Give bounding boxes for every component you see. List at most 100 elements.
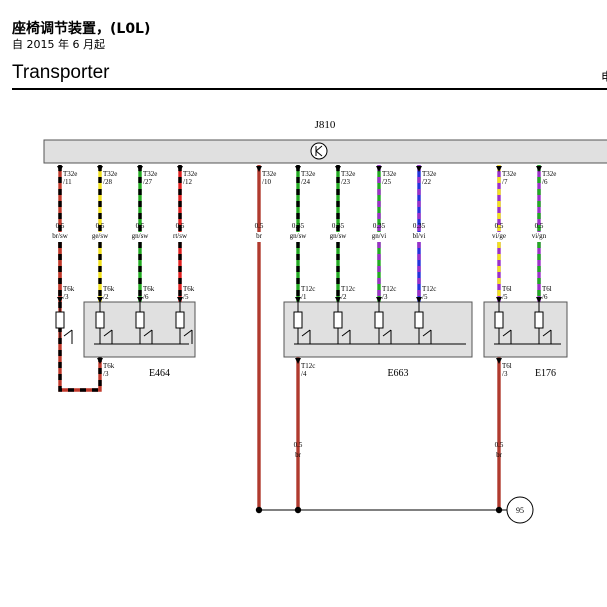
sub-connector-pin: T6k [143,285,155,293]
bottom-connector-num: /3 [103,370,109,378]
switch-icon-e663-1 [341,329,351,337]
sub-connector-num: /1 [301,293,307,301]
bottom-pin-arrow-icon [295,358,301,364]
sub-pin-arrow-icon [335,297,341,303]
connector-label-4: T32e/100.5br [255,166,276,240]
resistor-icon-e663-3 [414,311,424,329]
ground-junction-0 [255,506,263,514]
pin-arrow-icon [256,166,262,172]
wire-color: rt/sw [173,232,188,240]
connector-pin: T32e [143,170,157,178]
resistor-icon-e663-1 [333,311,343,329]
resistor-icon-e464-1 [95,311,105,329]
connector-pin: T32e [63,170,77,178]
switch-icon-e176-0 [502,329,512,337]
sub-connector-num: /6 [143,293,149,301]
transistor-emitter [315,150,323,157]
sub-connector-num: /5 [502,293,508,301]
connector-num: /23 [341,178,350,186]
wire-color: ge/sw [92,232,109,240]
sub-pin-arrow-icon [295,297,301,303]
connector-pin: T32e [341,170,355,178]
connector-pin: T32e [301,170,315,178]
wire-color: gn/sw [132,232,150,240]
module-label-e176: E176 [535,368,556,379]
header-right-text: 电 [600,70,607,84]
sub-connector-pin: T12c [382,285,396,293]
sub-pin-arrow-icon [177,297,183,303]
wire-color: vi/ge [492,232,506,240]
wire-size: 0.5 [176,222,185,230]
connector-num: /11 [63,178,72,186]
wire-color: gn/sw [290,232,308,240]
header-divider [12,88,607,90]
wire-color: br [256,232,263,240]
pin-arrow-icon [137,166,143,172]
pin-arrow-icon [57,166,63,172]
wire-size: 0.35 [413,222,426,230]
connector-pin: T32e [502,170,516,178]
sub-connector-num: /5 [422,293,428,301]
sub-connector-pin: T12c [301,285,315,293]
wire-size: 0.5 [56,222,65,230]
page-subtitle: 自 2015 年 6 月起 [12,38,105,51]
connector-num: /27 [143,178,152,186]
connector-num: /24 [301,178,310,186]
sub-connector-pin: T6k [183,285,195,293]
sub-connector-pin: T6l [502,285,512,293]
transistor-circle [310,142,328,160]
pin-arrow-icon [496,166,502,172]
connector-pin: T32e [183,170,197,178]
resistor-icon-e663-2 [374,311,384,329]
switch-icon-e464-0 [63,329,73,337]
wire-color: gn/sw [330,232,348,240]
wire-size: 0.5 [255,222,264,230]
connector-num: /22 [422,178,431,186]
wire-size: 0.5 [535,222,544,230]
switch-icon-e663-2 [382,329,392,337]
sub-pin-arrow-icon [536,297,542,303]
switch-icon-e663-3 [422,329,432,337]
connector-num: /25 [382,178,391,186]
bottom-connector-pin: T12c [301,362,315,370]
sub-connector-num: /3 [63,293,69,301]
sub-pin-arrow-icon [416,297,422,303]
bottom-connector-e176: T6l/30.5br [495,358,512,459]
wire-size: 0.35 [332,222,345,230]
bottom-wire-color: br [496,451,503,459]
sub-pin-arrow-icon [97,297,103,303]
ground-point-circle [506,496,534,524]
connector-num: /12 [183,178,192,186]
sub-connector-num: /5 [183,293,189,301]
bottom-pin-arrow-icon [496,358,502,364]
wire-size: 0.35 [373,222,386,230]
resistor-icon-e464-0 [55,311,65,329]
bottom-connector-pin: T6k [103,362,115,370]
sub-connector-pin: T12c [341,285,355,293]
vehicle-model: Transporter [12,62,110,83]
sub-pin-arrow-icon [57,297,63,303]
page-title: 座椅调节装置，(L0L) [12,21,151,37]
wire-size: 0.35 [292,222,305,230]
bottom-wire-color: br [295,451,302,459]
bottom-connector-num: /3 [502,370,508,378]
wire-color: gn/vi [372,232,386,240]
resistor-icon-e464-2 [135,311,145,329]
connector-num: /28 [103,178,112,186]
connector-pin: T32e [262,170,276,178]
e464-bottom-connector: T6k/3 [97,358,115,378]
wire-size: 0.5 [495,222,504,230]
bottom-pin-arrow-icon [97,358,103,364]
switch-icon-e464-2 [143,329,153,337]
wire-color: bl/vi [413,232,426,240]
sub-connector-pin: T6l [542,285,552,293]
pin-arrow-icon [97,166,103,172]
